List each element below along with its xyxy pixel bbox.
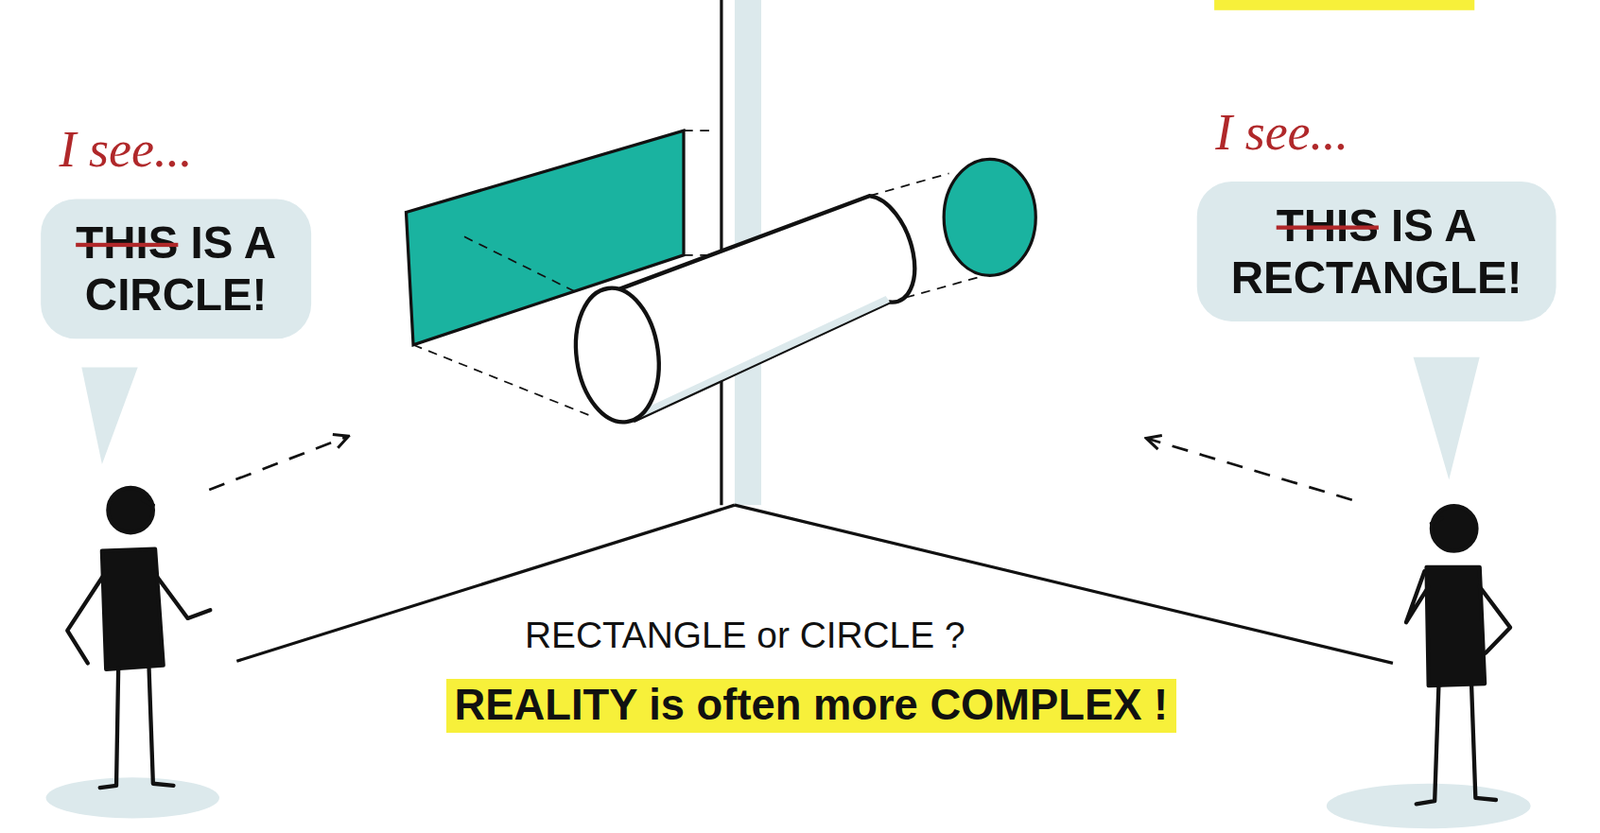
cylinder-body bbox=[620, 195, 915, 420]
sight-arrow bbox=[208, 436, 348, 490]
struck-word: THIS bbox=[75, 217, 178, 268]
person-figure bbox=[67, 487, 210, 788]
highlight-strip bbox=[1214, 0, 1475, 11]
highlighted-caption: REALITY is often more COMPLEX ! bbox=[446, 678, 1177, 732]
cylinder-shade bbox=[634, 295, 890, 421]
projected-circle bbox=[943, 158, 1036, 276]
cylinder-end bbox=[567, 282, 667, 428]
figure-shadow bbox=[46, 777, 220, 818]
speech-text: THIS IS A CIRCLE! bbox=[56, 217, 295, 321]
bubble-tail bbox=[1413, 357, 1480, 480]
speech-bubble: I see...THIS IS A CIRCLE! bbox=[40, 198, 312, 339]
speaker-intro: I see... bbox=[59, 119, 193, 179]
speaker-intro: I see... bbox=[1215, 102, 1349, 162]
struck-word: THIS bbox=[1276, 200, 1379, 251]
question-label: RECTANGLE or CIRCLE ? bbox=[516, 611, 974, 660]
speech-bubble: I see...THIS IS A RECTANGLE! bbox=[1197, 181, 1557, 322]
speech-text: THIS IS A RECTANGLE! bbox=[1213, 200, 1540, 304]
figure-shadow bbox=[1326, 783, 1531, 829]
person-figure bbox=[1406, 505, 1511, 804]
sight-arrow bbox=[1147, 438, 1353, 501]
bubble-tail bbox=[81, 366, 138, 465]
